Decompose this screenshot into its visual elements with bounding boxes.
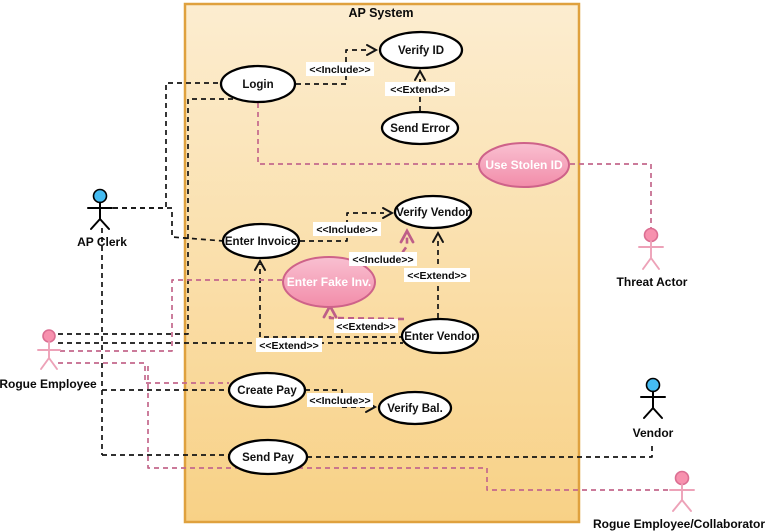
collaborator-head-icon [674,470,690,486]
actor-ap-clerk[interactable]: AP Clerk [77,188,127,250]
vendor-figure-icon [640,390,666,419]
usecase-verify-vendor-label: Verify Vendor [396,207,470,219]
edge-use-stolen-id-threat-actor [570,163,652,229]
usecase-verify-id-label: Verify ID [398,45,444,57]
usecase-enter-invoice[interactable]: Enter Invoice [221,222,301,260]
svg-text:<<Extend>>: <<Extend>> [407,270,467,282]
usecase-enter-vendor-label: Enter Vendor [404,331,476,343]
edge-rogue-create-pay [58,362,229,384]
edge-enter-vendor-extends-enter-invoice [259,264,404,338]
usecase-send-pay[interactable]: Send Pay [227,438,309,476]
usecase-send-pay-label: Send Pay [242,452,294,464]
system-title: AP System [348,6,413,20]
label-extend-entervendor-enterfake: <<Extend>> [334,319,398,333]
usecase-enter-vendor[interactable]: Enter Vendor [400,317,480,355]
label-include-enterfake-verifyvendor: <<Include>> [349,252,417,266]
usecase-send-error[interactable]: Send Error [380,110,460,146]
usecase-use-stolen-id-label: Use Stolen ID [485,158,563,172]
rogue-employee-figure-icon [37,341,61,370]
edge-rogue-sendpay-collaborator [147,366,670,491]
edge-enter-vendor-extend-enter-fake [328,312,405,321]
usecase-login[interactable]: Login [219,64,297,104]
arrowheads [254,44,444,413]
usecase-login-label: Login [242,79,273,91]
usecase-enter-fake-inv-label: Enter Fake Inv. [287,275,371,289]
usecase-verify-vendor[interactable]: Verify Vendor [393,194,473,230]
svg-text:<<Include>>: <<Include>> [309,395,370,407]
edge-rogue-login [58,98,282,335]
edge-apclerk-enter-invoice [113,207,225,242]
edge-use-stolen-id-login [257,103,478,165]
usecase-verify-bal[interactable]: Verify Bal. [377,390,453,426]
arrowhead-into-verify-vendor-bottom [432,230,444,243]
actor-threat-actor[interactable]: Threat Actor [617,227,688,290]
svg-text:<<Include>>: <<Include>> [352,254,413,266]
svg-text:<<Include>>: <<Include>> [309,64,370,76]
arrowhead-into-verify-id-bottom [414,68,426,81]
actor-collaborator[interactable]: Rogue Employee/Collaborator [593,470,765,532]
arrowhead-into-enter-invoice-bottom [254,258,266,271]
label-include-login-verifyid: <<Include>> [306,62,374,76]
usecase-use-stolen-id[interactable]: Use Stolen ID [478,142,570,188]
actor-vendor[interactable]: Vendor [633,377,674,441]
arrowhead-into-verify-id-left [366,44,379,56]
threat-actor-head-icon [643,227,659,243]
edge-enter-fake-include-verify-vendor [363,237,409,264]
actor-collaborator-label: Rogue Employee/Collaborator [593,517,765,531]
arrowhead-into-verify-vendor-left [382,207,395,219]
actor-threat-actor-label: Threat Actor [617,275,688,289]
svg-text:<<Include>>: <<Include>> [316,224,377,236]
svg-text:<<Extend>>: <<Extend>> [390,84,450,96]
usecase-verify-id[interactable]: Verify ID [378,30,464,70]
usecase-enter-fake-inv[interactable]: Enter Fake Inv. [282,256,376,308]
usecase-create-pay-label: Create Pay [237,385,297,397]
label-extend-entervendor-verifyvendor: <<Extend>> [404,268,470,282]
label-include-enterinvoice-verifyvendor: <<Include>> [313,222,381,236]
edge-enter-invoice-include-verify-vendor [300,212,384,242]
ap-clerk-head-icon [92,188,108,204]
label-include-createpay-verifybal: <<Include>> [307,393,373,407]
vendor-head-icon [645,377,661,393]
ap-clerk-figure-icon [87,201,113,230]
actor-rogue-employee-label: Rogue Employee [0,377,97,391]
usecase-send-error-label: Send Error [390,123,450,135]
svg-text:<<Extend>>: <<Extend>> [259,340,319,352]
actor-ap-clerk-label: AP Clerk [77,235,127,249]
usecase-create-pay[interactable]: Create Pay [227,371,307,409]
threat-actor-figure-icon [638,240,664,270]
arrowhead-pink-into-verify-vendor [399,228,415,244]
label-extend-entervendor-enterinvoice: <<Extend>> [256,338,322,352]
edge-send-pay-vendor [307,442,653,458]
rogue-employee-head-icon [42,329,56,343]
usecase-verify-bal-label: Verify Bal. [387,403,443,415]
edge-rogue-enter-fake-inv [60,279,283,352]
usecase-enter-invoice-label: Enter Invoice [225,236,297,248]
edges [58,49,670,491]
actor-vendor-label: Vendor [633,426,674,440]
svg-text:<<Extend>>: <<Extend>> [336,321,396,333]
label-extend-senderror-verifyid: <<Extend>> [385,82,455,96]
actor-rogue-employee[interactable]: Rogue Employee [0,329,97,391]
collaborator-figure-icon [669,483,695,512]
